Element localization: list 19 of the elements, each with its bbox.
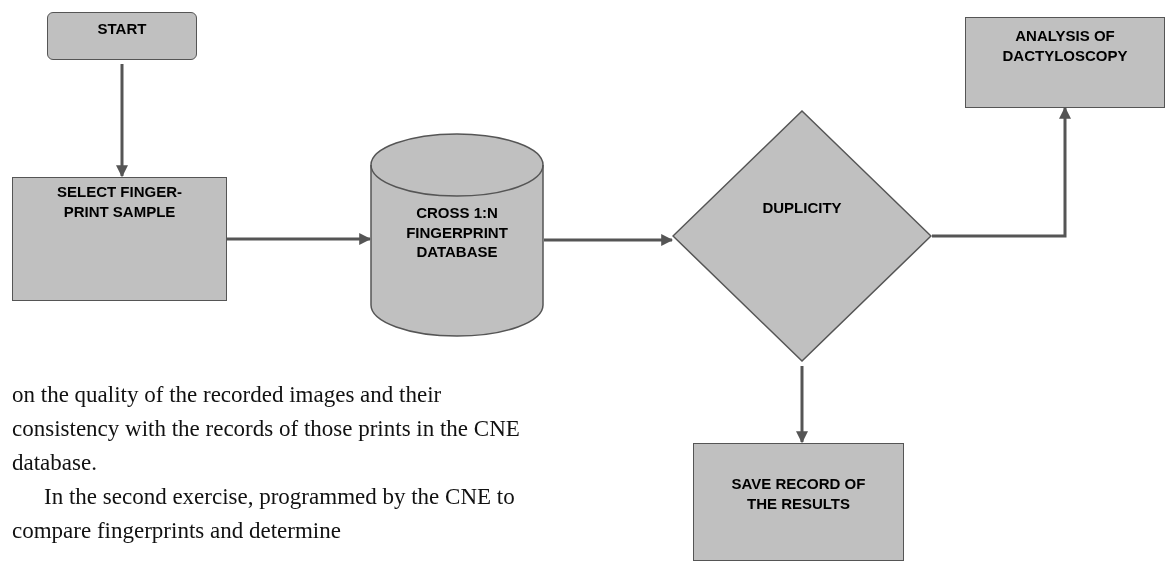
node-label: SELECT FINGER- PRINT SAMPLE	[56, 182, 183, 221]
arrow	[932, 106, 1071, 238]
node-label: CROSS 1:N FINGERPRINT DATABASE	[405, 203, 509, 262]
node-label: DUPLICITY	[761, 198, 843, 218]
body-paragraph: on the quality of the recorded images and their consistency with the records of those prints in the CNE database.	[12, 381, 521, 477]
database-cylinder	[370, 133, 544, 337]
node-label: START	[96, 19, 148, 39]
start-box	[47, 12, 197, 60]
arrow	[544, 234, 674, 246]
process-box	[965, 17, 1165, 108]
decision-diamond	[672, 110, 932, 362]
process-box	[693, 443, 904, 561]
body-paragraph: In the second exercise, programmed by the CNE to compare fingerprints and determine	[12, 483, 516, 545]
arrow	[227, 233, 372, 245]
arrow	[116, 64, 128, 178]
process-box	[12, 177, 227, 301]
arrow	[796, 366, 808, 444]
node-label: ANALYSIS OF DACTYLOSCOPY	[1001, 26, 1129, 65]
node-label: SAVE RECORD OF THE RESULTS	[730, 474, 867, 513]
